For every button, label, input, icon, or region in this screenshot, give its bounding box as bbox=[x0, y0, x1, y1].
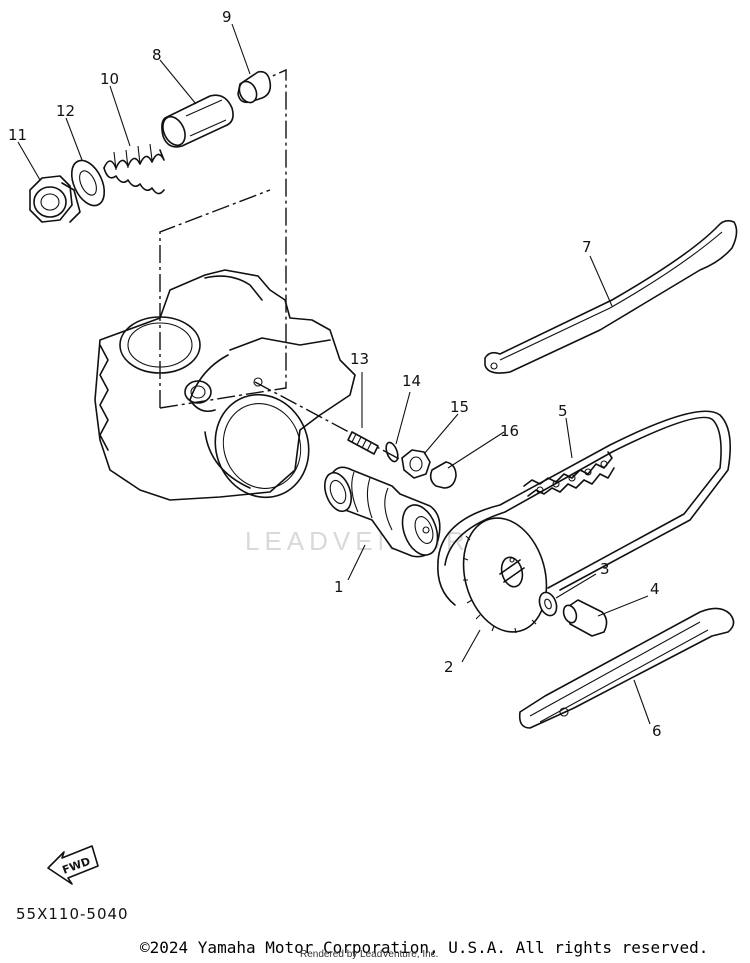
part-11-cap-bolt bbox=[29, 175, 81, 223]
part-12-washer bbox=[70, 159, 106, 207]
fwd-arrow-icon: FWD bbox=[47, 845, 99, 885]
callout-2: 2 bbox=[444, 658, 454, 676]
callout-16: 16 bbox=[500, 422, 519, 440]
callout-labels: 1 2 3 4 5 6 7 8 9 10 11 12 13 14 15 16 bbox=[8, 8, 662, 740]
callout-14: 14 bbox=[402, 372, 421, 390]
callout-6: 6 bbox=[652, 722, 662, 740]
part-15-nut bbox=[401, 449, 431, 479]
part-1-camshaft bbox=[324, 466, 441, 558]
callout-4: 4 bbox=[650, 580, 660, 598]
part-6-chain-guide bbox=[518, 607, 735, 729]
rendered-by-text: Rendered by LeadVenture, Inc. bbox=[300, 949, 439, 960]
callout-7: 7 bbox=[582, 238, 592, 256]
watermark-text: LEADVENTURE bbox=[245, 526, 492, 556]
part-9-cap bbox=[237, 70, 272, 104]
callout-12: 12 bbox=[56, 102, 75, 120]
part-10-spring bbox=[103, 143, 165, 195]
callout-11: 11 bbox=[8, 126, 27, 144]
part-8-rod bbox=[161, 94, 234, 148]
copyright-text: ©2024 Yamaha Motor Corporation, U.S.A. A… bbox=[140, 938, 709, 957]
callout-3: 3 bbox=[600, 560, 610, 578]
callout-15: 15 bbox=[450, 398, 469, 416]
callout-10: 10 bbox=[100, 70, 119, 88]
callout-9: 9 bbox=[222, 8, 232, 26]
part-4-bolt bbox=[562, 599, 608, 637]
callout-5: 5 bbox=[558, 402, 568, 420]
part-7-chain-guide bbox=[484, 219, 738, 374]
part-3-washer bbox=[538, 591, 558, 617]
assembly-leader-lines bbox=[159, 68, 421, 471]
callout-1: 1 bbox=[334, 578, 344, 596]
callout-8: 8 bbox=[152, 46, 162, 64]
diagram-code: 55X110-5040 bbox=[16, 905, 129, 923]
part-14-o-ring bbox=[385, 441, 399, 463]
part-2-sprocket bbox=[462, 517, 548, 634]
part-5-cam-chain bbox=[437, 410, 731, 606]
callout-13: 13 bbox=[350, 350, 369, 368]
part-13-bolt bbox=[347, 431, 379, 455]
crankcase-illustration bbox=[94, 269, 356, 501]
callout-leaders bbox=[17, 23, 651, 725]
